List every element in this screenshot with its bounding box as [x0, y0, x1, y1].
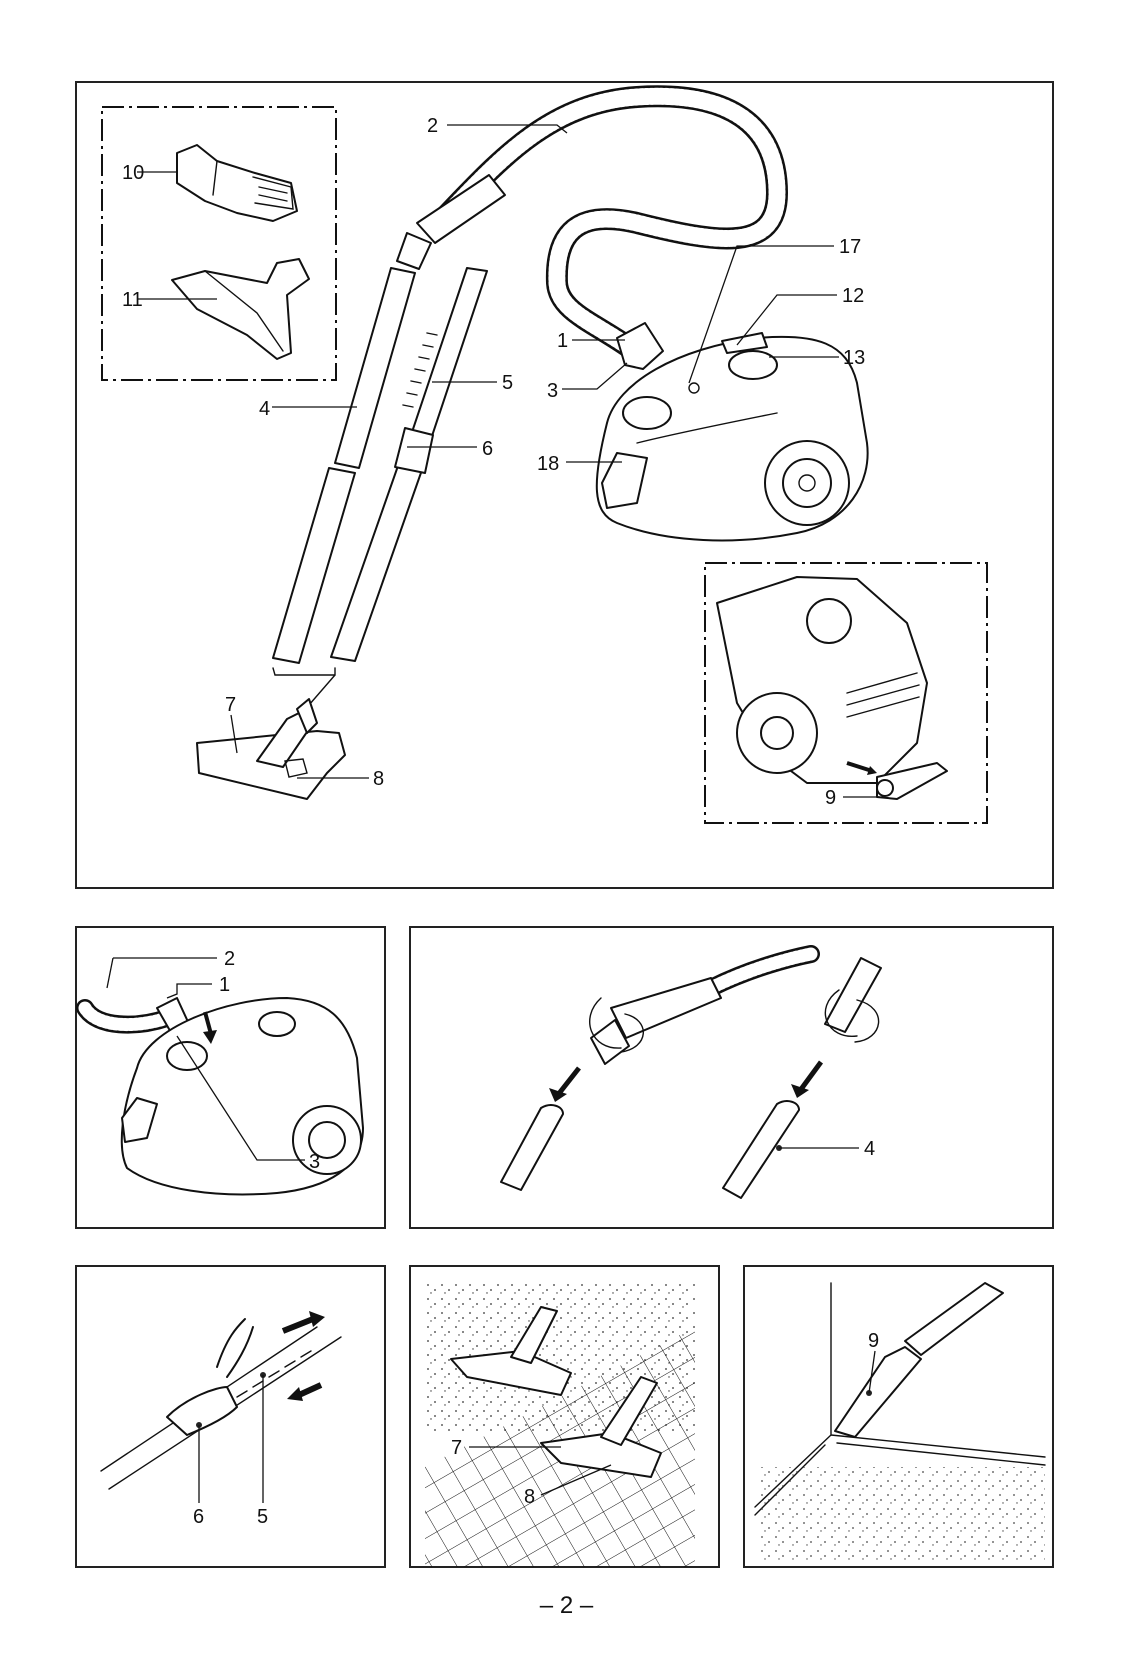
inset-vacuum-drawing [717, 577, 947, 799]
label-9: 9 [825, 787, 836, 809]
step-hose-illustration: 2 1 3 [77, 928, 388, 1231]
label-6: 6 [482, 438, 493, 460]
label-11: 11 [122, 289, 143, 311]
floor-nozzle-drawing [197, 699, 345, 799]
step-telescopic-label-6: 6 [193, 1506, 204, 1528]
label-10: 10 [122, 162, 144, 184]
upholstery-nozzle-drawing [172, 259, 309, 359]
tubes-drawing [273, 268, 487, 705]
label-7: 7 [225, 694, 236, 716]
label-12: 12 [842, 285, 864, 307]
label-1: 1 [557, 330, 568, 352]
step-tubes-label-4: 4 [864, 1138, 875, 1160]
accessory-box [102, 107, 336, 380]
step-crevice-panel: 9 [743, 1265, 1054, 1568]
step-floor-label-7: 7 [451, 1437, 462, 1459]
main-figure-illustration: 10 11 2 1 3 4 5 6 17 12 13 18 7 8 9 [77, 83, 1056, 891]
label-3: 3 [547, 380, 558, 402]
upholstery-brush-drawing [177, 145, 297, 221]
label-18: 18 [537, 453, 559, 475]
step-crevice-label-9: 9 [868, 1330, 879, 1352]
step-hose-panel: 2 1 3 [75, 926, 386, 1229]
page-number: – 2 – [0, 1592, 1133, 1620]
step-telescopic-illustration: 6 5 [77, 1267, 388, 1570]
main-figure-panel: 10 11 2 1 3 4 5 6 17 12 13 18 7 8 9 [75, 81, 1054, 889]
label-2: 2 [427, 115, 438, 137]
step-crevice-illustration: 9 [745, 1267, 1056, 1570]
label-8: 8 [373, 768, 384, 790]
step-floor-label-8: 8 [524, 1486, 535, 1508]
step-hose-label-2: 2 [224, 948, 235, 970]
label-4: 4 [259, 398, 270, 420]
step-tubes-illustration: 4 [411, 928, 1056, 1231]
step-floor-illustration: 7 8 [411, 1267, 722, 1570]
step-telescopic-label-5: 5 [257, 1506, 268, 1528]
step-hose-label-3: 3 [309, 1151, 320, 1173]
label-17: 17 [839, 236, 861, 258]
label-13: 13 [843, 347, 865, 369]
step-hose-label-1: 1 [219, 974, 230, 996]
step-tubes-panel: 4 [409, 926, 1054, 1229]
step-floor-panel: 7 8 [409, 1265, 720, 1568]
step-telescopic-panel: 6 5 [75, 1265, 386, 1568]
label-5: 5 [502, 372, 513, 394]
